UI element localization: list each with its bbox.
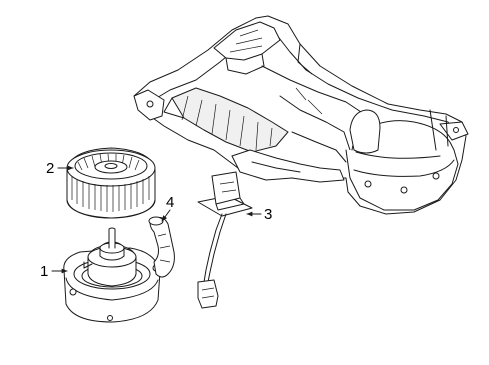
callout-arrow-4	[161, 209, 171, 222]
blower-housing	[133, 15, 469, 215]
callout-4: 4	[161, 194, 174, 222]
resistor-harness	[197, 171, 253, 309]
blower-wheel	[66, 147, 156, 219]
callout-label-4: 4	[166, 194, 174, 211]
callout-1: 1	[40, 263, 68, 280]
callout-3: 3	[246, 206, 272, 223]
callout-label-1: 1	[40, 263, 48, 280]
callout-label-3: 3	[264, 206, 272, 223]
callout-label-2: 2	[46, 160, 54, 177]
callout-2: 2	[46, 160, 74, 177]
blower-motor	[63, 227, 161, 323]
